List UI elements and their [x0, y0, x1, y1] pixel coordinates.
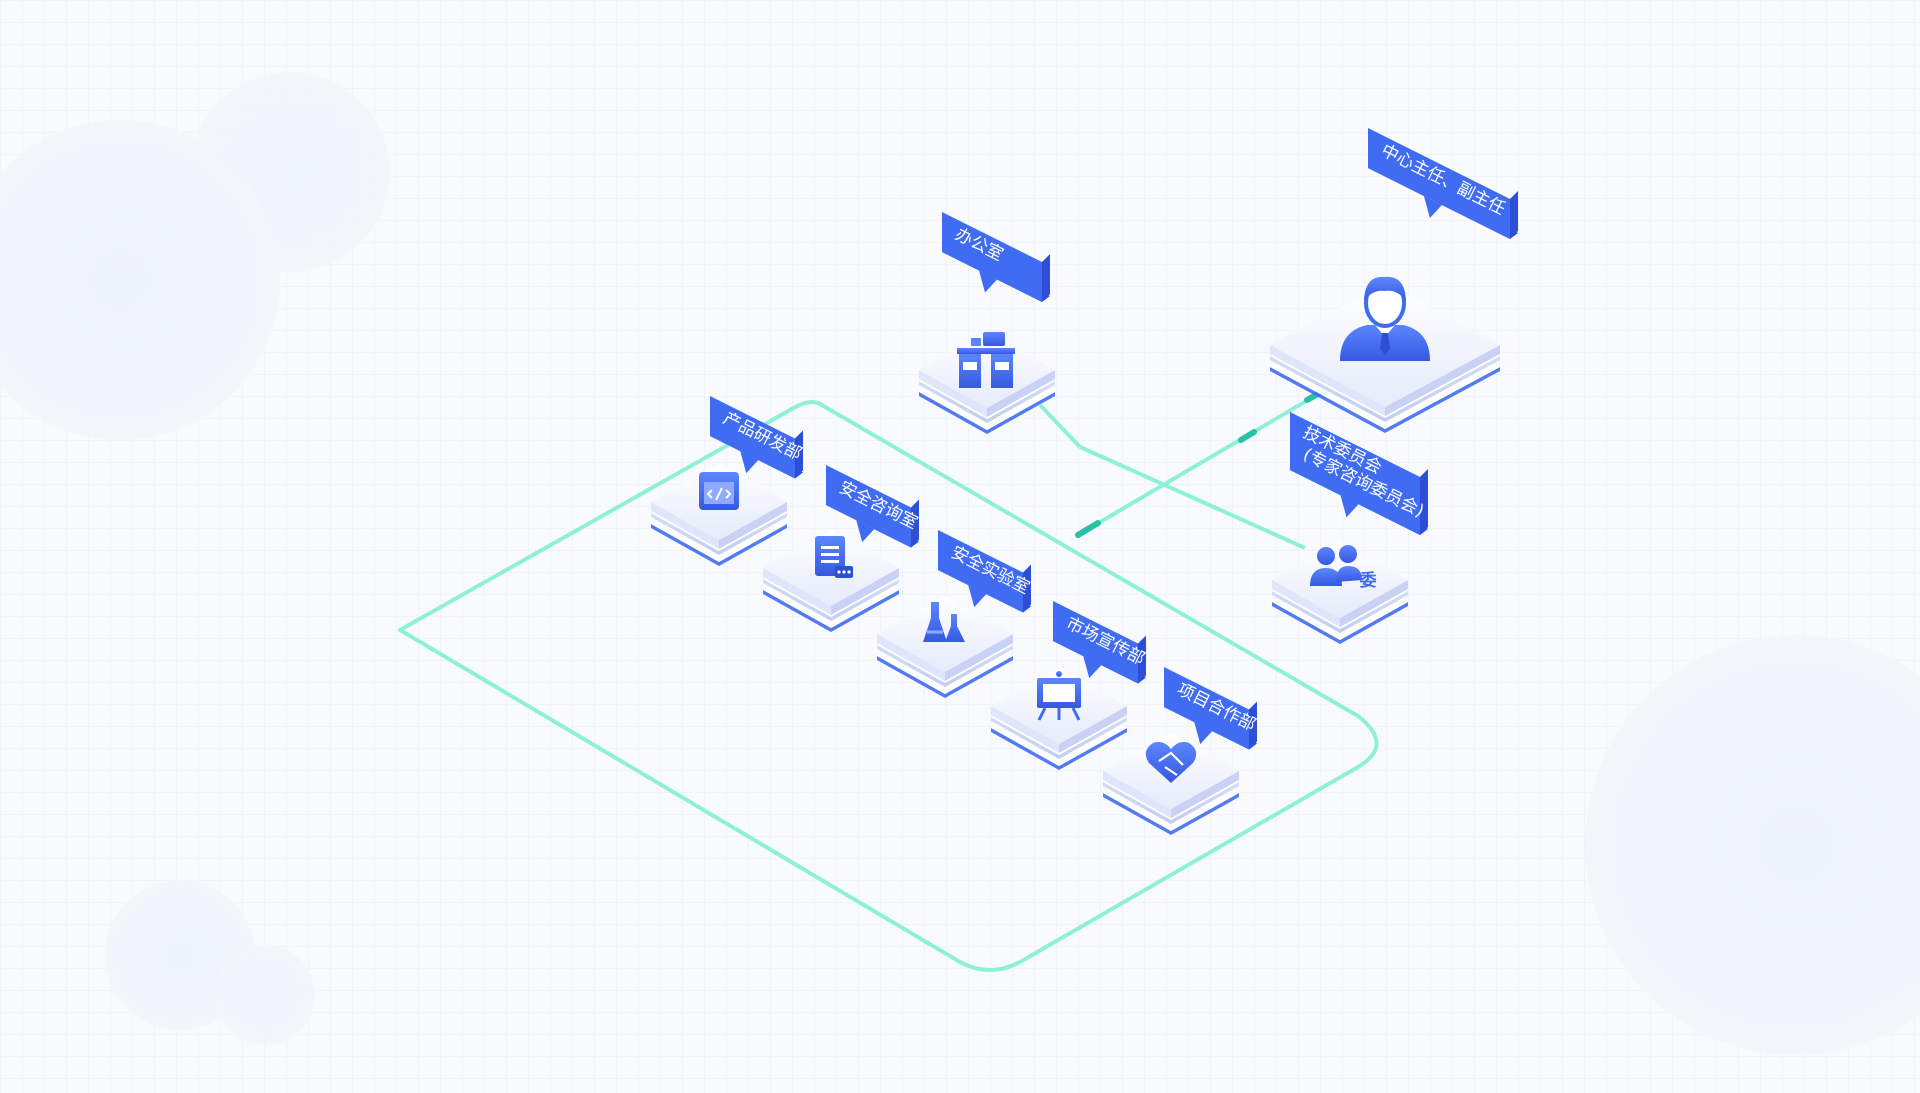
document-chat-icon	[815, 536, 853, 578]
presentation-board-icon	[1037, 671, 1081, 721]
node-market[interactable]: 市场宣传部	[991, 601, 1148, 770]
connector-accent	[1238, 429, 1257, 443]
platform	[877, 596, 1013, 698]
person-tie-icon	[1340, 276, 1430, 361]
node-office[interactable]: 办公室	[919, 212, 1055, 434]
handshake-icon	[1145, 741, 1197, 783]
node-label-tech: 技术委员会(专家咨询委员会)	[1290, 412, 1428, 535]
node-rnd[interactable]: 产品研发部	[651, 396, 805, 566]
platform	[919, 332, 1055, 434]
connector-lines	[398, 387, 1379, 972]
platform	[991, 668, 1127, 770]
node-project[interactable]: 项目合作部	[1103, 667, 1259, 835]
node-director[interactable]: 中心主任、副主任	[1270, 128, 1518, 433]
node-consult[interactable]: 安全咨询室	[763, 465, 921, 632]
connector-accent	[1075, 520, 1101, 538]
node-label-project: 项目合作部	[1164, 667, 1259, 750]
node-lab[interactable]: 安全实验室	[877, 530, 1033, 698]
office-link-line	[1038, 403, 1082, 449]
office-desk-icon	[957, 332, 1015, 388]
node-label-consult: 安全咨询室	[826, 465, 921, 548]
node-tech[interactable]: 委 技术委员会(专家咨询委员会)	[1272, 412, 1428, 644]
department-loop-line	[398, 400, 1379, 972]
code-window-icon	[699, 472, 739, 510]
node-label-office: 办公室	[942, 212, 1050, 302]
office-committee-line	[1079, 445, 1306, 550]
committee-badge-text: 委	[1359, 570, 1377, 591]
committee-group-icon: 委	[1310, 545, 1377, 591]
director-link-line	[1076, 388, 1327, 537]
platform	[651, 464, 787, 566]
background-circles	[0, 72, 1920, 1055]
lab-flask-icon	[923, 602, 965, 642]
node-label-rnd: 产品研发部	[710, 396, 805, 479]
